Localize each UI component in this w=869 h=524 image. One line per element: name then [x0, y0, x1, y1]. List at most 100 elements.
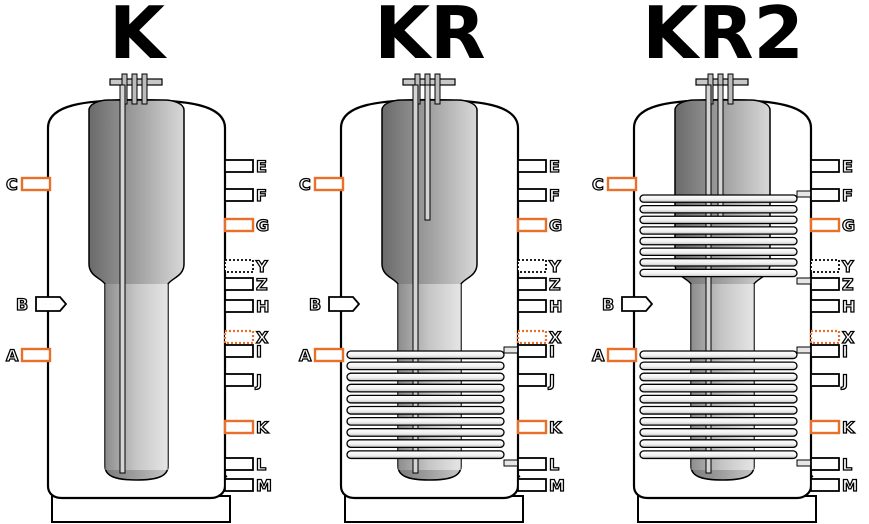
port-label-l: L: [549, 455, 559, 474]
port-y-connector: [224, 259, 254, 273]
port-label-a: A: [592, 346, 605, 365]
port-f-connector: [224, 188, 254, 202]
port-i-connector: [810, 344, 840, 358]
port-b-connector: [35, 296, 68, 312]
lower-coil: [346, 346, 547, 467]
coil-turn: [346, 350, 505, 360]
port-k-connector: [809, 419, 841, 435]
port-i-connector: [224, 344, 254, 358]
coil-turn: [639, 258, 798, 267]
port-label-e: E: [549, 157, 560, 176]
port-label-j: J: [548, 371, 555, 390]
coil-turn: [346, 383, 505, 393]
port-y-connector: [810, 259, 840, 273]
port-j-connector: [224, 373, 254, 387]
top-tube: [131, 73, 138, 105]
port-f-connector: [517, 188, 547, 202]
top-tube: [141, 73, 148, 105]
port-m-connector: [517, 478, 547, 492]
coil-turn: [639, 416, 798, 426]
port-label-m: M: [549, 476, 565, 495]
port-l-connector: [810, 457, 840, 471]
coil-turn: [639, 247, 798, 256]
coil-turn: [639, 204, 798, 214]
port-m-connector: [224, 478, 254, 492]
port-label-x: X: [549, 328, 562, 347]
coil-turn: [639, 439, 798, 448]
port-g-connector: [516, 217, 548, 233]
port-label-b: B: [309, 295, 321, 314]
port-j-connector: [810, 373, 840, 387]
port-e-connector: [810, 159, 840, 173]
tank-title: K: [109, 0, 167, 75]
port-label-k: K: [549, 418, 562, 437]
port-g-connector: [223, 217, 255, 233]
port-b-connector: [328, 296, 361, 312]
coil-turn: [639, 383, 798, 393]
coil-turn: [639, 268, 798, 278]
port-x-connector: [516, 329, 548, 345]
port-label-a: A: [299, 346, 312, 365]
port-label-i: I: [842, 342, 848, 361]
port-label-e: E: [842, 157, 853, 176]
port-label-y: Y: [841, 257, 854, 276]
coil-turn: [639, 361, 798, 371]
port-c-connector: [606, 176, 638, 192]
coil-turn: [639, 236, 798, 246]
port-x-connector: [223, 329, 255, 345]
port-h-connector: [224, 299, 254, 313]
top-tube: [434, 73, 441, 105]
port-label-g: G: [549, 216, 562, 235]
port-label-z: Z: [842, 275, 854, 294]
port-label-b: B: [16, 295, 28, 314]
port-c-connector: [313, 176, 345, 192]
coil-turn: [346, 428, 505, 437]
port-label-h: H: [256, 297, 269, 316]
port-i-connector: [517, 344, 547, 358]
port-h-connector: [517, 299, 547, 313]
port-label-f: F: [256, 186, 267, 205]
top-tube: [727, 73, 734, 105]
upper-coil: [639, 190, 840, 285]
port-k-connector: [516, 419, 548, 435]
central-tube: [412, 84, 419, 474]
port-z-connector: [810, 277, 840, 291]
port-z-connector: [517, 277, 547, 291]
port-label-h: H: [549, 297, 562, 316]
port-label-k: K: [842, 418, 855, 437]
port-label-m: M: [842, 476, 858, 495]
coil-turn: [346, 394, 505, 404]
port-label-f: F: [549, 186, 560, 205]
tank-base: [51, 495, 231, 523]
coil-turn: [639, 450, 798, 460]
coil-turn: [346, 416, 505, 426]
port-label-z: Z: [549, 275, 561, 294]
port-z-connector: [224, 277, 254, 291]
port-label-g: G: [842, 216, 855, 235]
coil-turn: [639, 428, 798, 437]
port-label-b: B: [602, 295, 614, 314]
short-tube: [424, 84, 431, 221]
port-label-c: C: [299, 175, 311, 194]
port-label-k: K: [256, 418, 269, 437]
port-a-connector: [313, 347, 345, 363]
port-label-f: F: [842, 186, 853, 205]
port-label-m: M: [256, 476, 272, 495]
port-label-l: L: [842, 455, 852, 474]
coil-turn: [639, 372, 798, 382]
coil-turn: [346, 405, 505, 415]
port-label-l: L: [256, 455, 266, 474]
port-e-connector: [224, 159, 254, 173]
tank-title: KR2: [642, 0, 803, 75]
port-label-x: X: [256, 328, 269, 347]
coil-turn: [639, 405, 798, 415]
coil-turn: [639, 350, 798, 360]
port-label-i: I: [256, 342, 262, 361]
port-m-connector: [810, 478, 840, 492]
port-label-y: Y: [548, 257, 561, 276]
tank-base: [637, 495, 817, 523]
port-label-y: Y: [255, 257, 268, 276]
inner-pipe-shade: [105, 284, 168, 470]
